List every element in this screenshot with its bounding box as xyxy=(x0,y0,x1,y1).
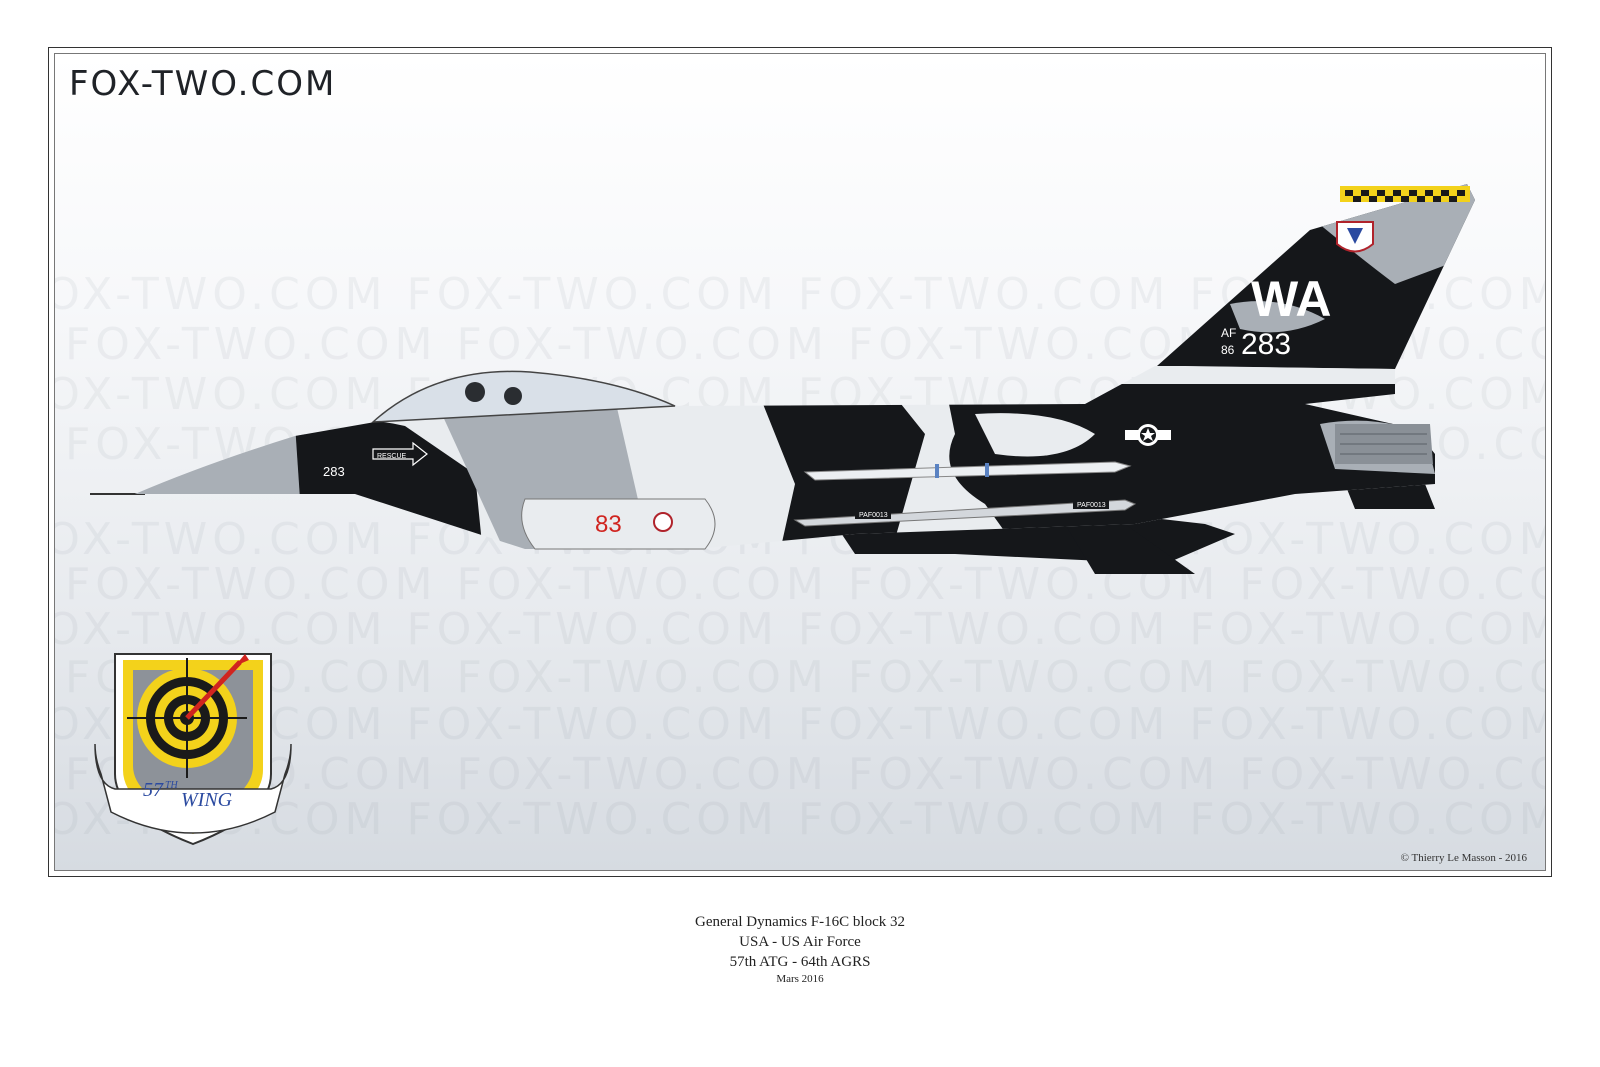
copyright-notice: © Thierry Le Masson - 2016 xyxy=(1400,852,1527,864)
aircraft-illustration: WA AF 86 283 xyxy=(90,184,1475,846)
brand-logo[interactable]: FOX-TWO.COM xyxy=(69,64,337,104)
missile-label-1: PAF0013 xyxy=(859,512,888,519)
tail-code: WA xyxy=(1251,271,1332,327)
badge-word: WING xyxy=(181,789,233,811)
badge-scroll xyxy=(94,743,292,834)
engine-intake xyxy=(521,498,716,550)
squadron-patch-icon xyxy=(653,512,673,532)
national-insignia-icon xyxy=(1125,424,1171,446)
fuselage xyxy=(135,366,1435,549)
canopy xyxy=(370,370,676,423)
horizontal-stabilizer xyxy=(1065,524,1195,574)
caption-block: General Dynamics F-16C block 32 USA - US… xyxy=(0,912,1600,986)
tail-year: 86 xyxy=(1221,343,1235,357)
acc-badge-icon xyxy=(1347,228,1363,244)
caption-aircraft-model: General Dynamics F-16C block 32 xyxy=(695,914,905,930)
artwork-panel: FOX-TWO.COM FOX-TWO.COM FOX-TWO.COM FOX-… xyxy=(54,53,1546,871)
rescue-label: RESCUE xyxy=(377,453,407,460)
missile-label-2: PAF0013 xyxy=(1077,502,1106,509)
caption-operator: USA - US Air Force xyxy=(739,934,861,950)
caption-unit: 57th ATG - 64th AGRS xyxy=(729,954,871,970)
tail-serial: 283 xyxy=(1241,328,1291,361)
pilot-rear xyxy=(504,387,522,405)
tail-af: AF xyxy=(1221,326,1236,340)
missile-lower: PAF0013 PAF0013 xyxy=(793,499,1137,527)
pilot-front xyxy=(465,382,485,402)
nose-number: 283 xyxy=(323,464,345,479)
badge-superscript: TH xyxy=(165,780,179,791)
wing-badge-emblem xyxy=(94,653,292,846)
badge-number: 57 xyxy=(143,779,164,801)
intake-number: 83 xyxy=(595,511,622,538)
missile-upper xyxy=(803,461,1132,481)
caption-date: Mars 2016 xyxy=(776,973,824,985)
checker-band xyxy=(1340,186,1470,202)
ventral-fin xyxy=(1345,484,1435,509)
rescue-arrow-icon xyxy=(372,441,428,467)
print-frame: FOX-TWO.COM FOX-TWO.COM FOX-TWO.COM FOX-… xyxy=(48,47,1552,877)
